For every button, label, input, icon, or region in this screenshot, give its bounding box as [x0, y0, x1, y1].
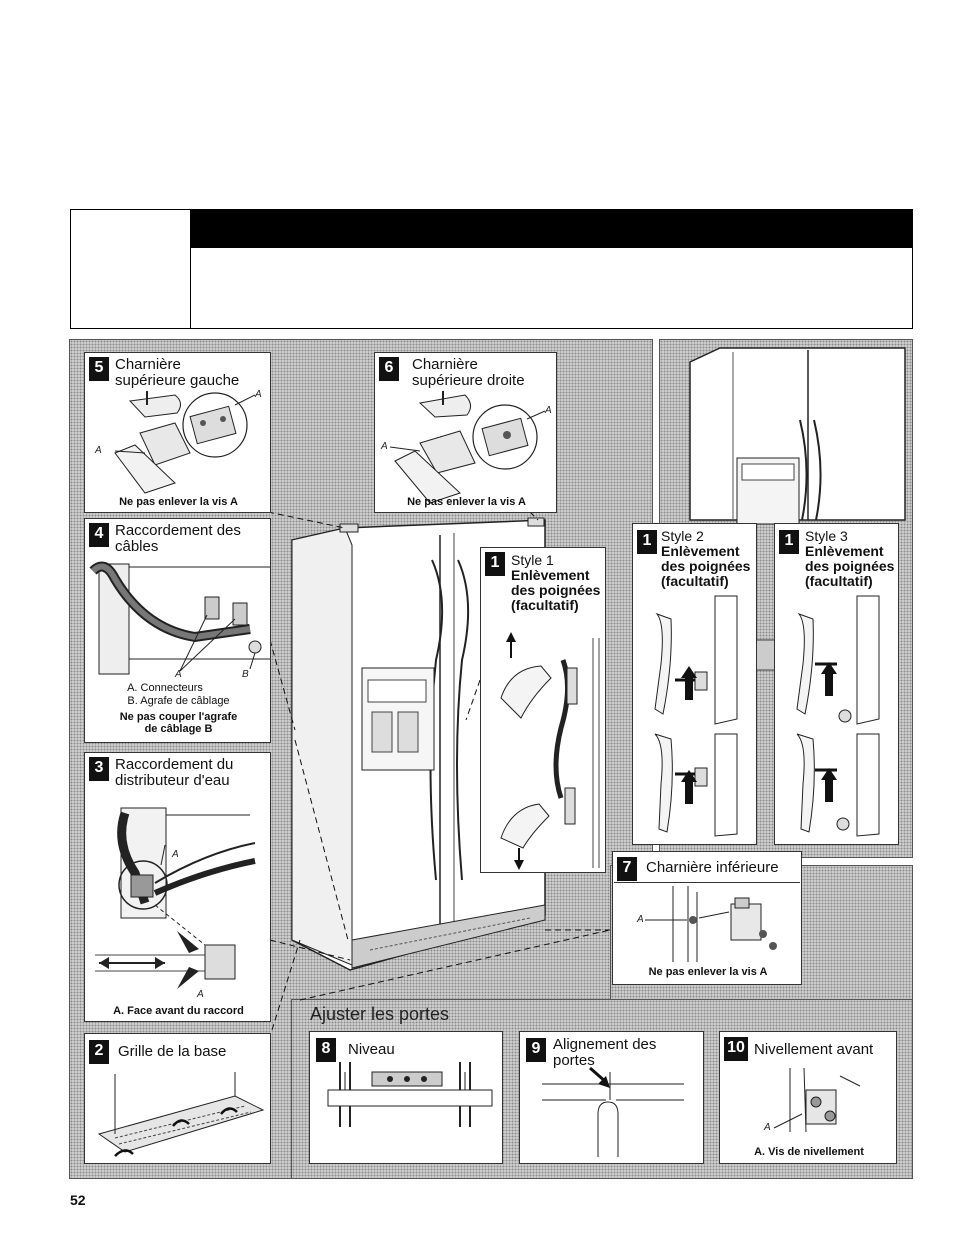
panel-title-line2: portes	[553, 1052, 595, 1069]
label-b: B	[242, 669, 249, 680]
step-number: 7	[617, 857, 637, 881]
section-header-rule	[191, 246, 912, 248]
panel-title-line2: supérieure droite	[412, 372, 525, 389]
panel-level: 8 Niveau	[309, 1031, 503, 1164]
panel-front-leveling: 10 Nivellement avant A A. Vis de nivelle…	[719, 1031, 897, 1164]
panel-line4: (facultatif)	[511, 597, 579, 613]
panel-top-right-hinge: 6 Charnière supérieure droite A A Ne pas…	[374, 352, 557, 513]
panel-title-line2: distributeur d'eau	[115, 772, 230, 789]
panel-title-line2: câbles	[115, 538, 159, 555]
label-a: A	[637, 914, 644, 925]
step-number: 5	[89, 357, 109, 381]
panel-title: Nivellement avant	[754, 1041, 874, 1058]
panel-caption: Ne pas enlever la vis A	[648, 966, 768, 978]
panel-handle-style2: 1 Style 2 Enlèvement des poignées (facul…	[632, 523, 757, 845]
label-a: A	[764, 1122, 771, 1133]
label-a-bottom: A	[197, 989, 204, 1000]
caption-b-wire-clip: B. Agrafe de câblage	[127, 695, 230, 707]
panel-title-line2: supérieure gauche	[115, 372, 240, 389]
hinge-right-drawing	[389, 391, 546, 504]
panel-caption: Ne pas enlever la vis A	[407, 496, 526, 508]
step-number: 8	[316, 1038, 336, 1062]
handle-style1-drawing	[500, 632, 600, 870]
caption-warning-line2: de câblage B	[144, 723, 213, 735]
panel-line2: Enlèvement	[805, 543, 884, 559]
panel-line1: Style 2	[661, 528, 704, 544]
label-a: A	[175, 669, 182, 680]
panel-title-line1: Charnière	[115, 356, 181, 373]
step-number: 2	[89, 1040, 109, 1064]
panel-caption: Ne pas enlever la vis A	[119, 496, 238, 508]
panel-base-grille: 2 Grille de la base	[84, 1033, 271, 1164]
panel-title-line1: Raccordement des	[115, 522, 241, 539]
panel-line1: Style 3	[805, 528, 848, 544]
grille-drawing	[97, 1072, 265, 1157]
panel-door-alignment: 9 Alignement des portes	[519, 1031, 704, 1164]
panel-line3: des poignées	[661, 558, 751, 574]
panel-line4: (facultatif)	[805, 573, 873, 589]
panel-line3: des poignées	[805, 558, 895, 574]
panel-title: Charnière inférieure	[646, 859, 779, 876]
panel-cable-connection: 4 Raccordement des câbles A B A. Connect…	[84, 518, 271, 743]
label-a-right: A	[255, 389, 262, 400]
panel-handle-style1: 1 Style 1 Enlèvement des poignées (facul…	[480, 547, 606, 873]
water-line-drawing	[95, 807, 256, 989]
label-a-right: A	[545, 405, 552, 416]
panel-title: Grille de la base	[118, 1043, 227, 1060]
panel-line2: Enlèvement	[511, 567, 590, 583]
cable-drawing	[89, 561, 270, 675]
step-number: 1	[637, 530, 657, 554]
panel-title: Niveau	[348, 1041, 395, 1058]
handle-style2-drawing	[654, 595, 738, 837]
adjust-doors-title: Ajuster les portes	[310, 1004, 450, 1024]
panel-line4: (facultatif)	[661, 573, 729, 589]
page-number: 52	[70, 1192, 86, 1208]
label-a-top: A	[172, 849, 179, 860]
section-header-bar	[191, 210, 912, 246]
panel-handle-style3: 1 Style 3 Enlèvement des poignées (facul…	[774, 523, 899, 845]
label-a-left: A	[381, 441, 388, 452]
step-number: 6	[379, 357, 399, 381]
panel-title-line1: Raccordement du	[115, 756, 234, 773]
panel-line2: Enlèvement	[661, 543, 740, 559]
step-number: 9	[526, 1038, 546, 1062]
door-alignment-drawing	[542, 1066, 684, 1157]
step-number: 4	[89, 523, 109, 547]
step-number: 1	[485, 552, 505, 576]
panel-line1: Style 1	[511, 552, 554, 568]
hinge-left-drawing	[114, 391, 256, 494]
panel-caption: A. Face avant du raccord	[113, 1005, 244, 1017]
panel-title-line1: Alignement des	[553, 1036, 657, 1053]
level-drawing	[327, 1062, 493, 1127]
panel-bottom-hinge: 7 Charnière inférieure A Ne pas enlever …	[612, 851, 802, 985]
section-header-box	[70, 209, 913, 329]
panel-top-left-hinge: 5 Charnière supérieure gauche A A Ne pas…	[84, 352, 271, 513]
caption-a-connectors: A. Connecteurs	[127, 682, 203, 694]
panel-title-rule	[614, 882, 800, 883]
bottom-hinge-drawing	[645, 886, 777, 962]
panel-water-connection: 3 Raccordement du distributeur d'eau A A…	[84, 752, 271, 1022]
panel-line3: des poignées	[511, 582, 601, 598]
handle-style3-drawing	[796, 595, 880, 837]
step-number: 3	[89, 757, 109, 781]
section-header-left-cell	[70, 209, 191, 329]
caption-warning-line1: Ne pas couper l'agrafe	[119, 711, 238, 723]
panel-title-line1: Charnière	[412, 356, 478, 373]
step-number: 1	[779, 530, 799, 554]
leveling-drawing	[773, 1067, 861, 1133]
step-number: 10	[724, 1037, 748, 1061]
panel-caption: A. Vis de nivellement	[754, 1146, 864, 1158]
label-a-left: A	[95, 445, 102, 456]
